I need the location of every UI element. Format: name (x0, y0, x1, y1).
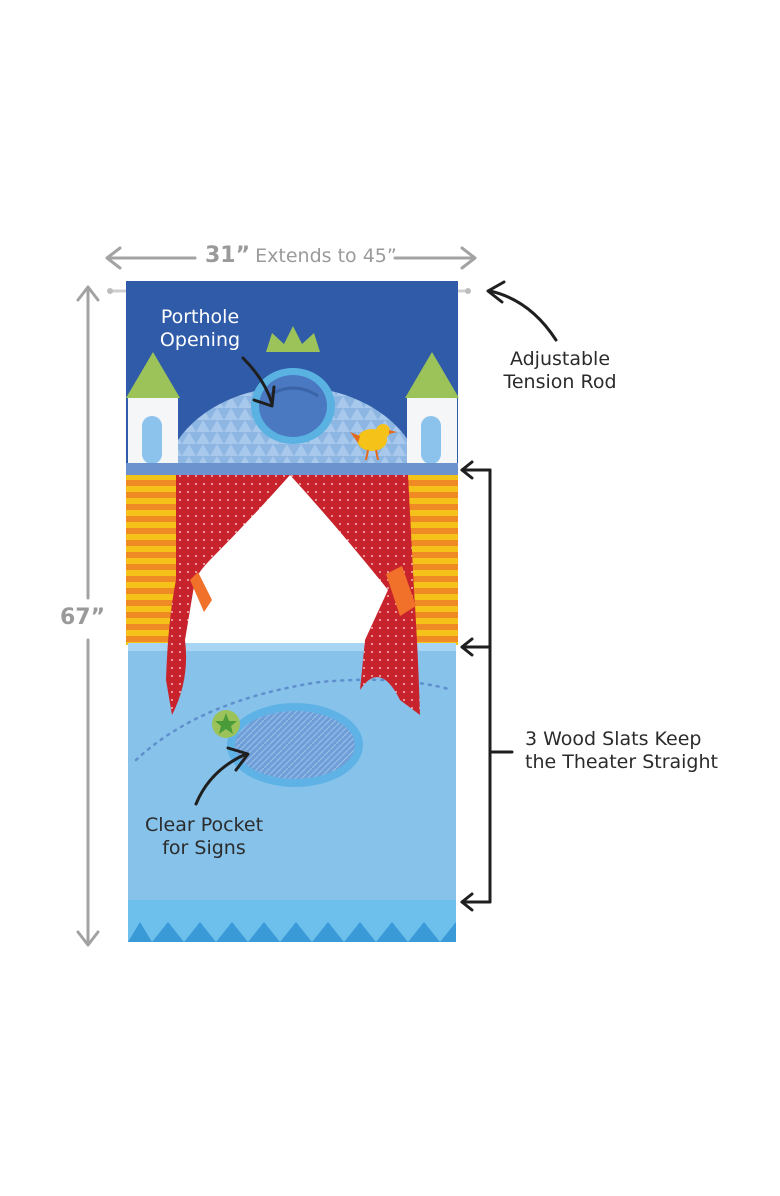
porthole-label: Porthole Opening (150, 306, 250, 352)
height-dimension-label: 67” (60, 605, 106, 630)
left-striped-panel (126, 475, 176, 645)
tension-rod-callout-arrow (486, 280, 558, 342)
clear-pocket-label: Clear Pocket for Signs (138, 814, 270, 860)
width-main-value: 31” (205, 243, 251, 268)
clear-pocket-callout-arrow (194, 746, 250, 806)
porthole-label-line-1: Porthole (160, 306, 240, 328)
right-curtain (290, 475, 420, 715)
tension-rod-label-line-2: Tension Rod (503, 371, 617, 393)
width-dimension-label: 31” Extends to 45” (205, 243, 397, 268)
porthole-opening (251, 368, 335, 444)
width-extended-text: Extends to 45” (255, 245, 397, 267)
stage-top-band (126, 463, 458, 475)
wood-slats-bracket (460, 460, 514, 912)
width-dimension-arrow (105, 246, 477, 270)
left-curtain (166, 475, 290, 715)
porthole-callout-arrow (241, 356, 276, 408)
clear-pocket-label-line-1: Clear Pocket (144, 814, 264, 836)
height-dimension-arrow (76, 285, 100, 947)
clear-pocket (227, 703, 363, 787)
wood-slats-label-line-1: 3 Wood Slats Keep (525, 728, 702, 750)
clear-pocket-label-line-2: for Signs (162, 837, 246, 859)
wood-slats-label-line-2: the Theater Straight (525, 751, 718, 773)
wood-slats-label: 3 Wood Slats Keep the Theater Straight (525, 728, 755, 774)
tension-rod-label-line-1: Adjustable (509, 348, 611, 370)
right-striped-panel (408, 475, 458, 645)
bird-icon (350, 424, 397, 461)
porthole-label-line-2: Opening (159, 329, 241, 351)
star-icon (212, 710, 240, 738)
tension-rod-label: Adjustable Tension Rod (500, 348, 620, 394)
